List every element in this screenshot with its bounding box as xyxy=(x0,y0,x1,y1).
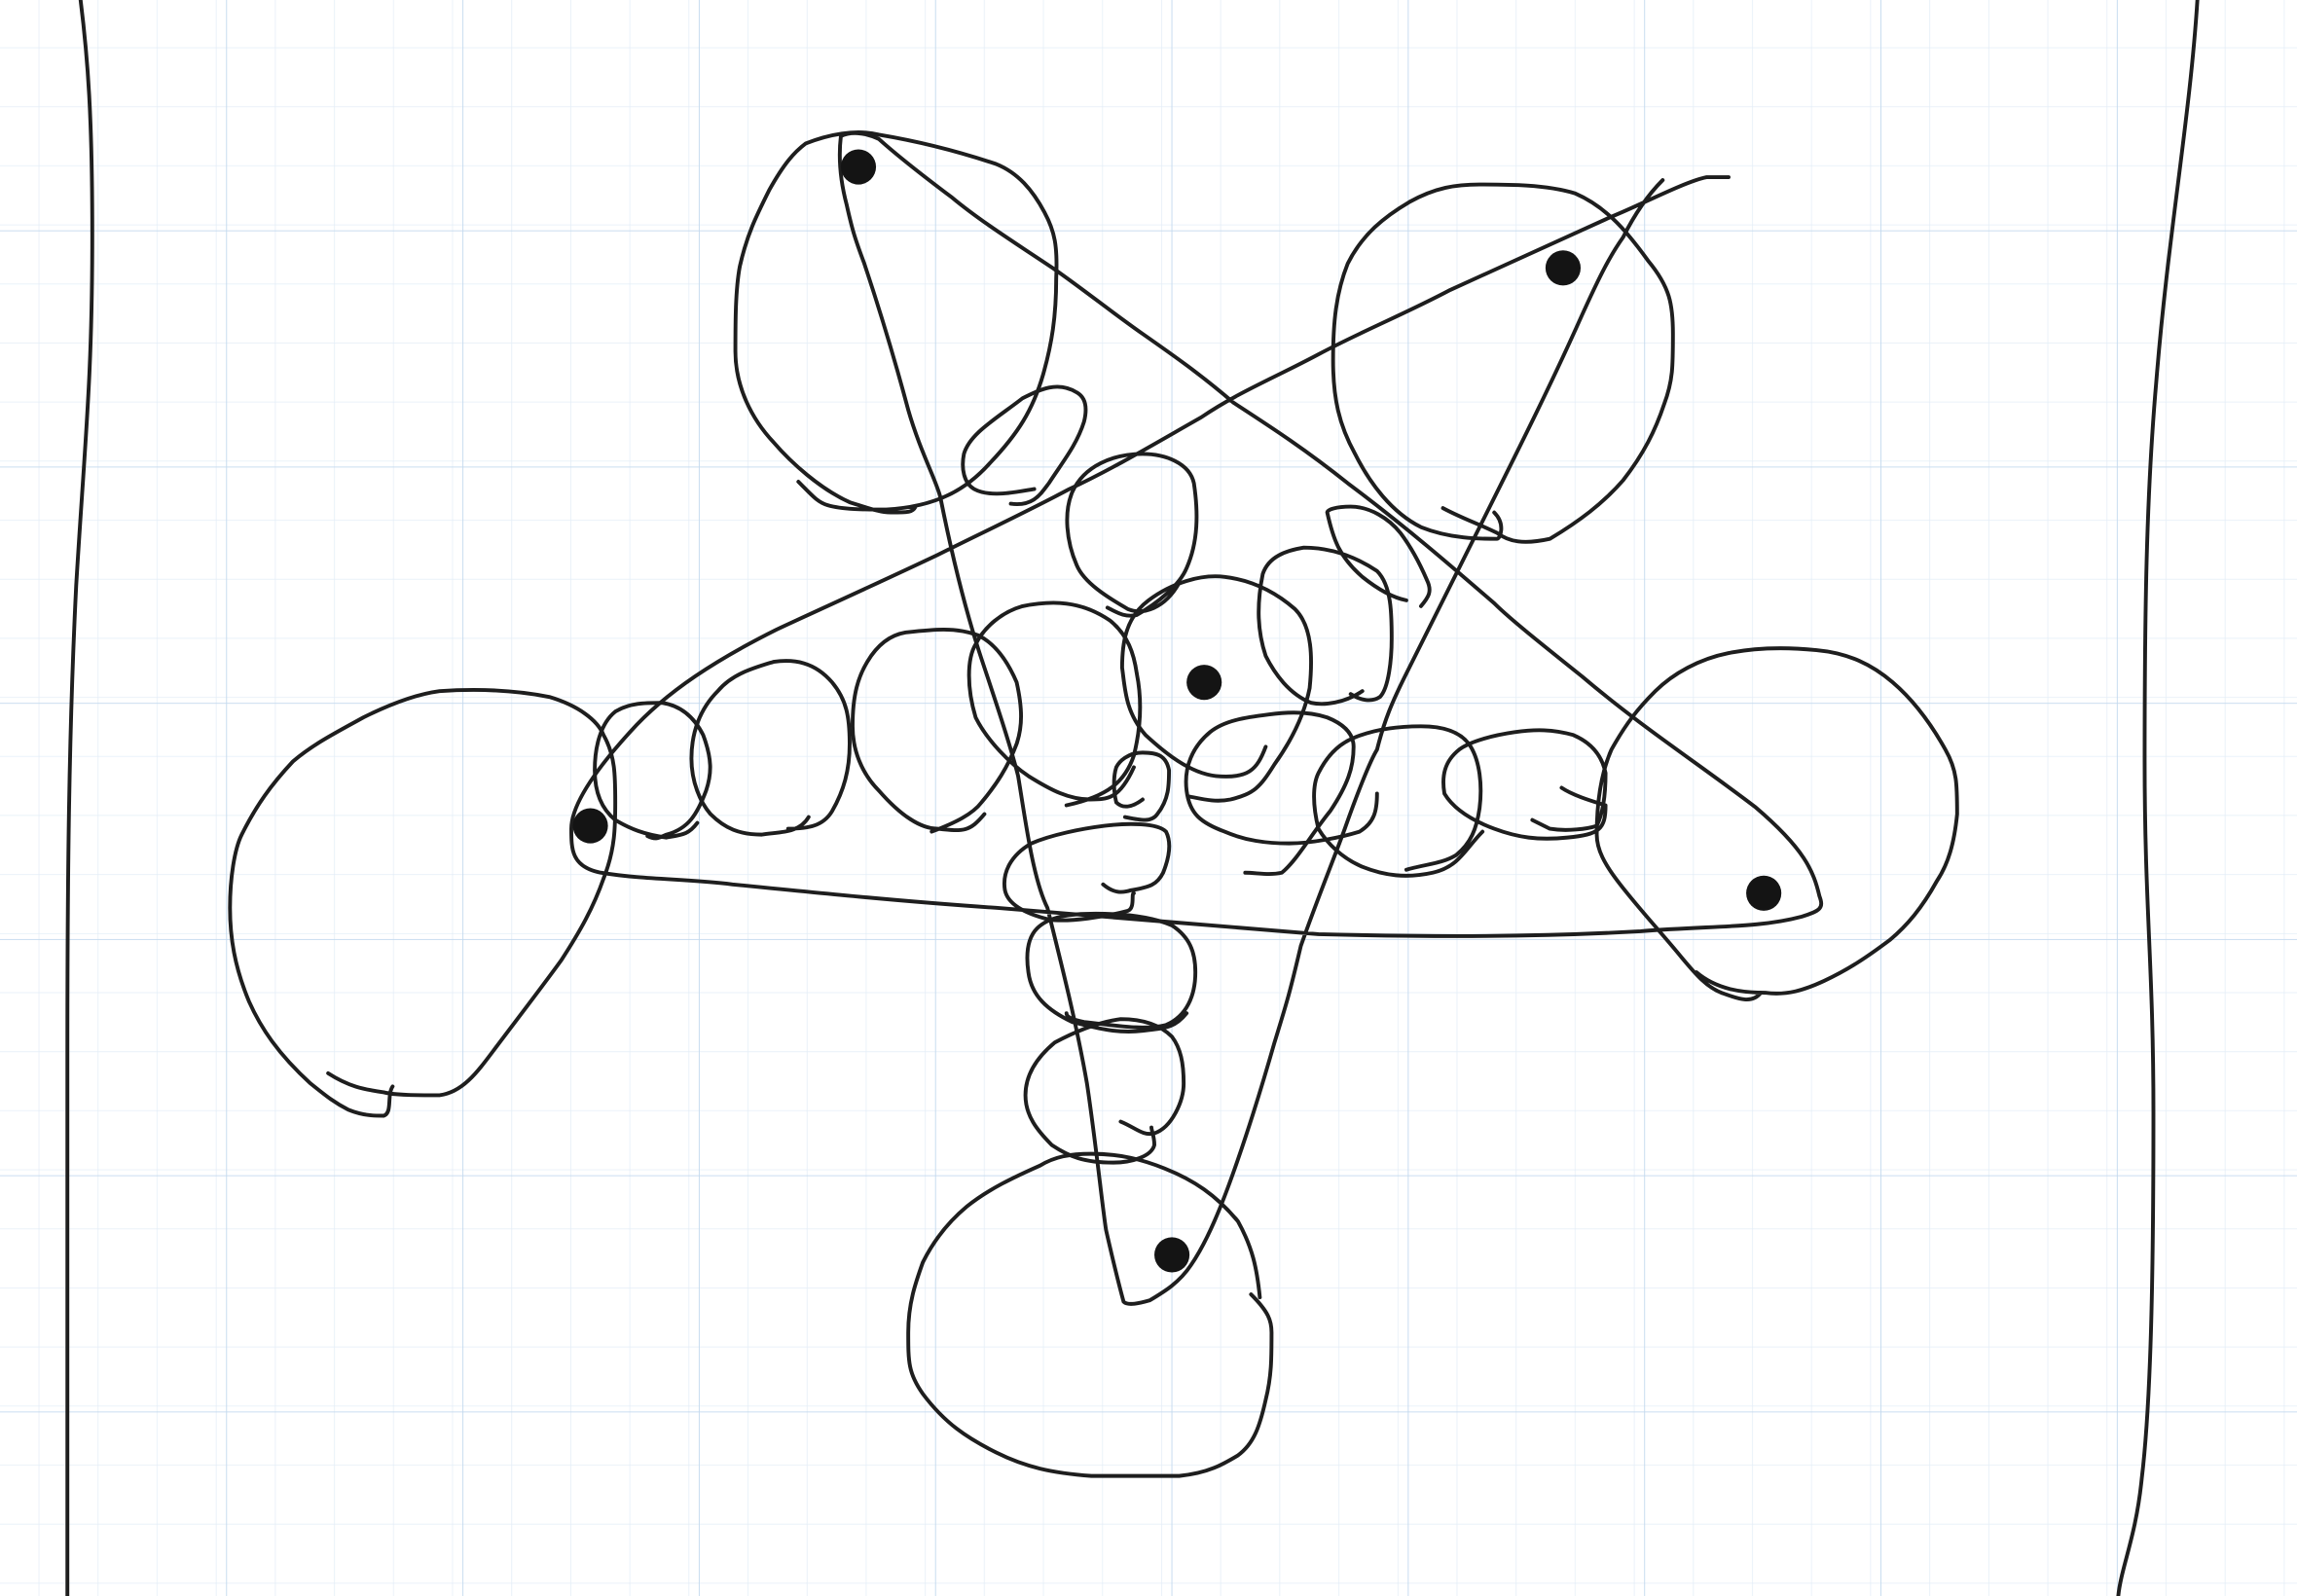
star-outline-stroke xyxy=(569,130,1824,1306)
dot-marker xyxy=(1746,875,1782,911)
loop-stroke-14 xyxy=(1184,710,1379,877)
circle-top-left-stroke xyxy=(733,130,1059,515)
loop-stroke-11 xyxy=(1002,821,1172,923)
loop-stroke-7 xyxy=(851,628,1023,834)
dot-marker xyxy=(840,149,877,185)
circle-top-right-stroke xyxy=(1331,182,1675,544)
loop-stroke-2 xyxy=(1065,452,1199,618)
dot-marker xyxy=(1545,250,1582,286)
loop-stroke-10 xyxy=(1112,750,1172,822)
circle-bottom-stroke xyxy=(906,1151,1274,1478)
loop-stroke-16 xyxy=(1441,728,1608,841)
dot-marker xyxy=(572,808,608,844)
loop-stroke-9 xyxy=(593,701,712,841)
loop-stroke-1 xyxy=(961,384,1088,506)
loop-stroke-3 xyxy=(1325,504,1432,608)
loop-stroke-8 xyxy=(689,659,852,837)
dot-marker xyxy=(1186,665,1222,701)
loop-stroke-6 xyxy=(966,600,1143,808)
circle-left-stroke xyxy=(228,688,618,1118)
left-border-stroke xyxy=(65,0,94,1596)
loop-stroke-13 xyxy=(1023,1017,1186,1165)
circle-right-stroke xyxy=(1594,646,1959,1001)
loop-stroke-5 xyxy=(1119,574,1314,803)
dot-marker xyxy=(1154,1237,1190,1273)
right-border-stroke xyxy=(2116,0,2200,1596)
loop-stroke-4 xyxy=(1257,545,1394,707)
